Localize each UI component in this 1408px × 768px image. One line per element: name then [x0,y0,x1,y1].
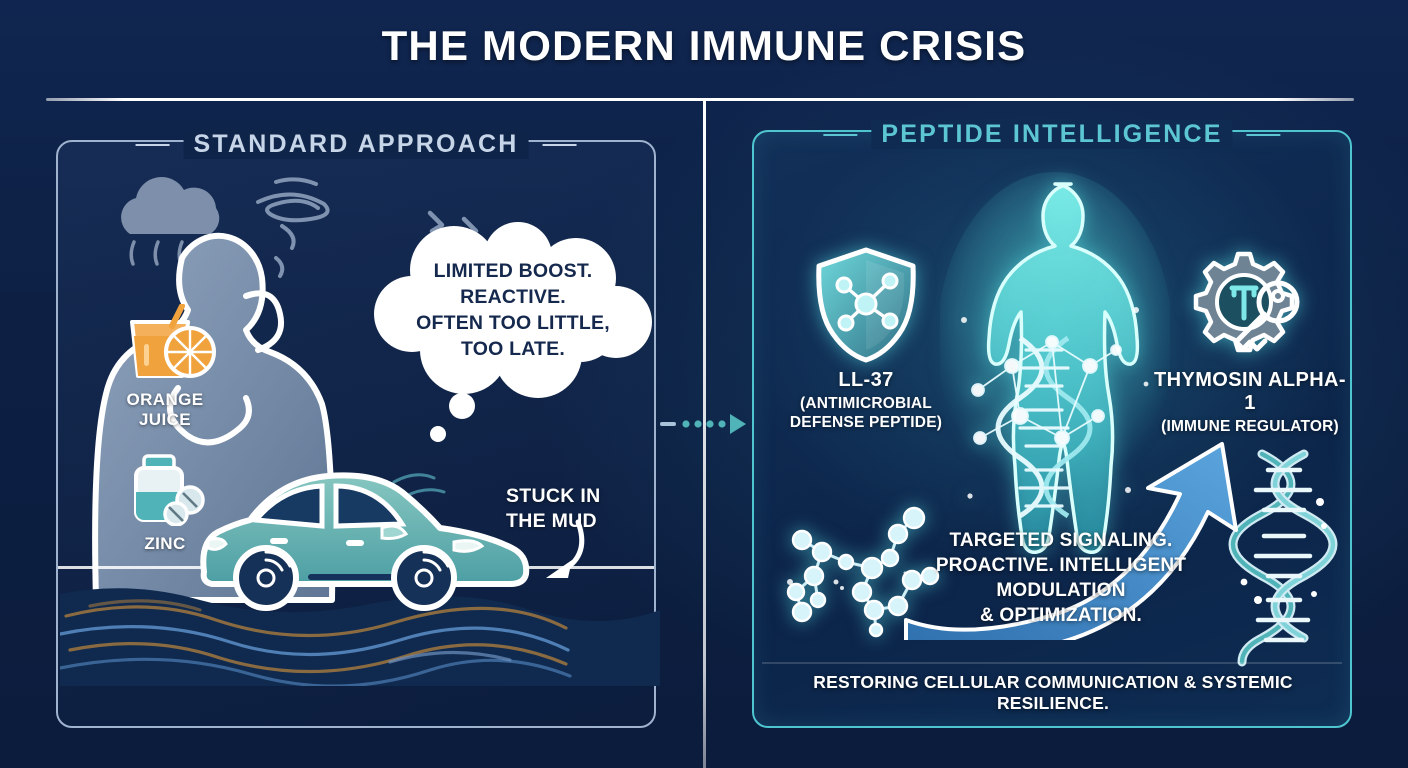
oj-line1: ORANGE [126,390,204,409]
supplement-orange-juice: ORANGE JUICE [110,303,220,430]
page-title: THE MODERN IMMUNE CRISIS [381,22,1027,69]
zinc-bottle-icon [134,454,205,527]
stuck-car-icon [186,466,546,621]
dotted-arrow-right-icon [660,414,746,434]
panel-divider [703,98,706,768]
label-dash-left-right-panel [823,133,858,136]
footer-divider [762,662,1342,664]
peptide-name-ll37: LL-37 [838,369,894,391]
peptide-sub-thymosin: (IMMUNE REGULATOR) [1152,417,1348,436]
supplement-zinc: ZINC [110,452,220,554]
bubble-line-4: TOO LATE. [461,338,565,360]
ll37-sub-line1: (ANTIMICROBIAL [800,395,932,412]
peptide-intelligence-label: PEPTIDE INTELLIGENCE [823,120,1281,149]
upward-growth-arrow-icon [904,442,1238,640]
right-msg-line-2: PROACTIVE. INTELLIGENT [935,555,1187,576]
ll37-sub-line2: DEFENSE PEPTIDE) [789,414,943,431]
zinc-line1: ZINC [144,534,186,553]
thought-bubble-text: LIMITED BOOST. REACTIVE. OFTEN TOO LITTL… [384,258,642,362]
ta1-sub-line1: (IMMUNE REGULATOR) [1161,418,1339,435]
right-msg-line-1: TARGETED SIGNALING. [949,530,1173,551]
standard-approach-label: STANDARD APPROACH [135,130,577,159]
thought-bubble [368,222,658,402]
oj-line2: JUICE [138,410,192,429]
supplement-label-orange-juice: ORANGE JUICE [110,390,220,430]
thought-bubble-tail [430,393,475,442]
title-divider [46,98,1354,101]
right-msg-line-4: & OPTIMIZATION. [979,605,1143,626]
supplement-label-zinc: ZINC [110,534,220,554]
network-nodes-icon [971,335,1122,446]
bubble-line-1: LIMITED BOOST. [433,260,593,282]
peptide-card-thymosin-alpha-1: THYMOSIN ALPHA-1 (IMMUNE REGULATOR) [1152,246,1348,436]
label-dash-right-right-panel [1246,133,1281,136]
label-dash-right [542,143,577,146]
glowing-human-figure-icon [937,170,1173,575]
dna-helix-icon [1228,444,1338,679]
peptide-name-thymosin: THYMOSIN ALPHA-1 [1154,369,1346,414]
footer-message: RESTORING CELLULAR COMMUNICATION & SYSTE… [813,672,1293,713]
molecule-network-icon [772,500,972,665]
standard-approach-label-text: STANDARD APPROACH [183,130,529,159]
peptide-sub-ll37: (ANTIMICROBIAL DEFENSE PEPTIDE) [768,394,964,432]
right-msg-line-3: MODULATION [996,580,1126,601]
gear-key-icon [1193,251,1300,353]
stuck-line-2: THE MUD [506,510,597,532]
peptide-card-ll37: LL-37 (ANTIMICROBIAL DEFENSE PEPTIDE) [768,246,964,432]
orange-juice-icon [130,303,216,378]
shield-molecule-icon [816,247,916,363]
bubble-line-3: OFTEN TOO LITTLE, [416,312,610,334]
peptide-intelligence-label-text: PEPTIDE INTELLIGENCE [871,120,1233,149]
bubble-line-2: REACTIVE. [460,286,566,308]
dizzy-swirl-icon [218,172,368,297]
rain-cloud-icon [104,176,234,291]
stuck-line-1: STUCK IN [506,485,601,507]
stuck-in-mud-label: STUCK IN THE MUD [506,484,656,534]
peptide-message-text: TARGETED SIGNALING. PROACTIVE. INTELLIGE… [930,528,1192,628]
label-dash-left [135,143,170,146]
stuck-arrow-icon [546,519,585,578]
mud-puddle-icon [58,576,660,691]
